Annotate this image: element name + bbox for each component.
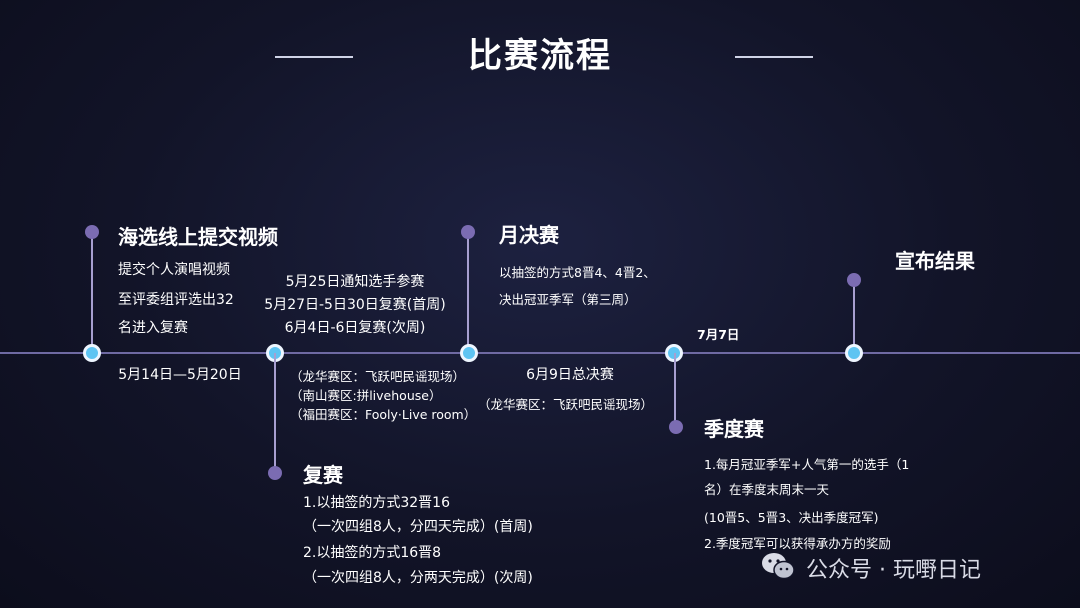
- timeline-node-3: [460, 344, 478, 362]
- stage-heading-rematch: 复赛: [303, 463, 343, 487]
- stage-desc-rematch-line-4: （一次四组8人，分两天完成）(次周): [303, 570, 533, 586]
- stage-heading-audition: 海选线上提交视频: [118, 225, 278, 249]
- rematch-venue-1: （龙华赛区：飞跃吧民谣现场）: [290, 369, 466, 384]
- final-venue: （龙华赛区：飞跃吧民谣现场）: [478, 397, 654, 412]
- timeline-node-1: [83, 344, 101, 362]
- stage-desc-audition-line-1: 提交个人演唱视频: [118, 262, 230, 278]
- stage-date-audition: 5月14日—5月20日: [118, 367, 242, 383]
- page-title: 比赛流程: [468, 36, 612, 76]
- marker-dot-3: [461, 225, 475, 239]
- stage-desc-monthly-line-2: 决出冠亚季军（第三周）: [499, 292, 637, 307]
- rematch-date-line-2: 5月27日-5日30日复赛(首周): [264, 297, 446, 313]
- stage-heading-results: 宣布结果: [895, 249, 975, 273]
- marker-dot-5: [847, 273, 861, 287]
- connector-line-4: [674, 353, 676, 425]
- connector-line-1: [91, 232, 93, 352]
- stage-heading-quarterly: 季度赛: [704, 417, 764, 441]
- quarterly-date: 7月7日: [697, 327, 740, 342]
- rematch-date-line-3: 6月4日-6日复赛(次周): [284, 320, 426, 336]
- wechat-icon: [760, 551, 796, 581]
- stage-desc-rematch-line-3: 2.以抽签的方式16晋8: [303, 545, 442, 561]
- rematch-venue-3: （福田赛区：Fooly·Live room）: [290, 407, 477, 422]
- stage-desc-quarterly-line-4: 2.季度冠军可以获得承办方的奖励: [704, 536, 891, 551]
- final-date: 6月9日总决赛: [526, 367, 614, 383]
- title-rule-right: [735, 56, 813, 58]
- marker-dot-2: [268, 466, 282, 480]
- watermark-text: 公众号 · 玩嘢日记: [806, 558, 981, 583]
- stage-desc-quarterly-line-3: (10晋5、5晋3、决出季度冠军): [704, 510, 879, 525]
- connector-line-5: [853, 280, 855, 352]
- stage-desc-rematch-line-1: 1.以抽签的方式32晋16: [303, 495, 450, 511]
- timeline-axis: [0, 352, 1080, 354]
- stage-desc-monthly-line-1: 以抽签的方式8晋4、4晋2、: [499, 265, 656, 280]
- rematch-venue-2: （南山赛区:拼livehouse）: [290, 388, 442, 403]
- connector-line-3: [467, 232, 469, 352]
- stage-desc-audition-line-2: 至评委组评选出32: [118, 292, 234, 308]
- stage-desc-audition-line-3: 名进入复赛: [118, 320, 188, 336]
- stage-desc-quarterly-line-1: 1.每月冠亚季军+人气第一的选手（1: [704, 457, 910, 472]
- marker-dot-1: [85, 225, 99, 239]
- marker-dot-4: [669, 420, 683, 434]
- stage-desc-rematch-line-2: （一次四组8人，分四天完成）(首周): [303, 519, 533, 535]
- rematch-date-line-1: 5月25日通知选手参赛: [285, 274, 425, 290]
- stage-heading-monthly-final: 月决赛: [499, 223, 559, 247]
- stage-desc-quarterly-line-2: 名）在季度末周末一天: [704, 482, 830, 497]
- title-rule-left: [275, 56, 353, 58]
- connector-line-2: [274, 353, 276, 473]
- timeline-node-5: [845, 344, 863, 362]
